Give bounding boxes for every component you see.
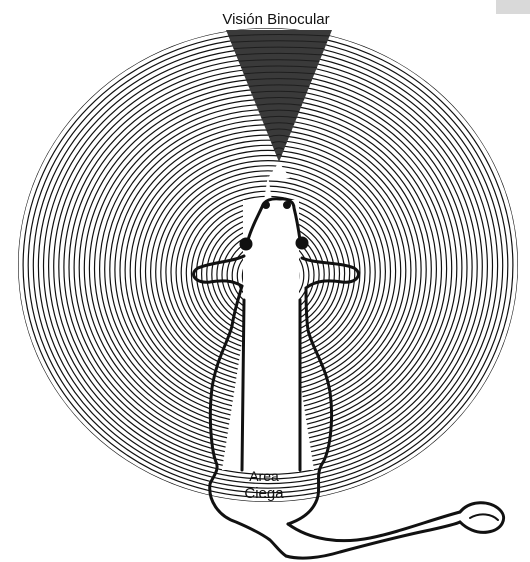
rat-tail (286, 512, 460, 558)
rat-eye-right (297, 238, 307, 248)
binocular-vision-label: Visión Binocular (222, 11, 329, 28)
rat-nose-dot-left (264, 203, 269, 208)
nose-gap (268, 162, 290, 178)
blind-area-label-line2: Ciega (244, 485, 284, 502)
corner-scan-mark (496, 0, 530, 14)
rat-eye-left (241, 239, 251, 249)
rat-nose-dot-right (285, 203, 290, 208)
rat-body-inner-left (242, 300, 244, 470)
blind-area-label-line1: Area (249, 468, 279, 484)
rat-tail-tuft-inner (470, 514, 498, 520)
rat-tail-tuft (460, 503, 504, 533)
